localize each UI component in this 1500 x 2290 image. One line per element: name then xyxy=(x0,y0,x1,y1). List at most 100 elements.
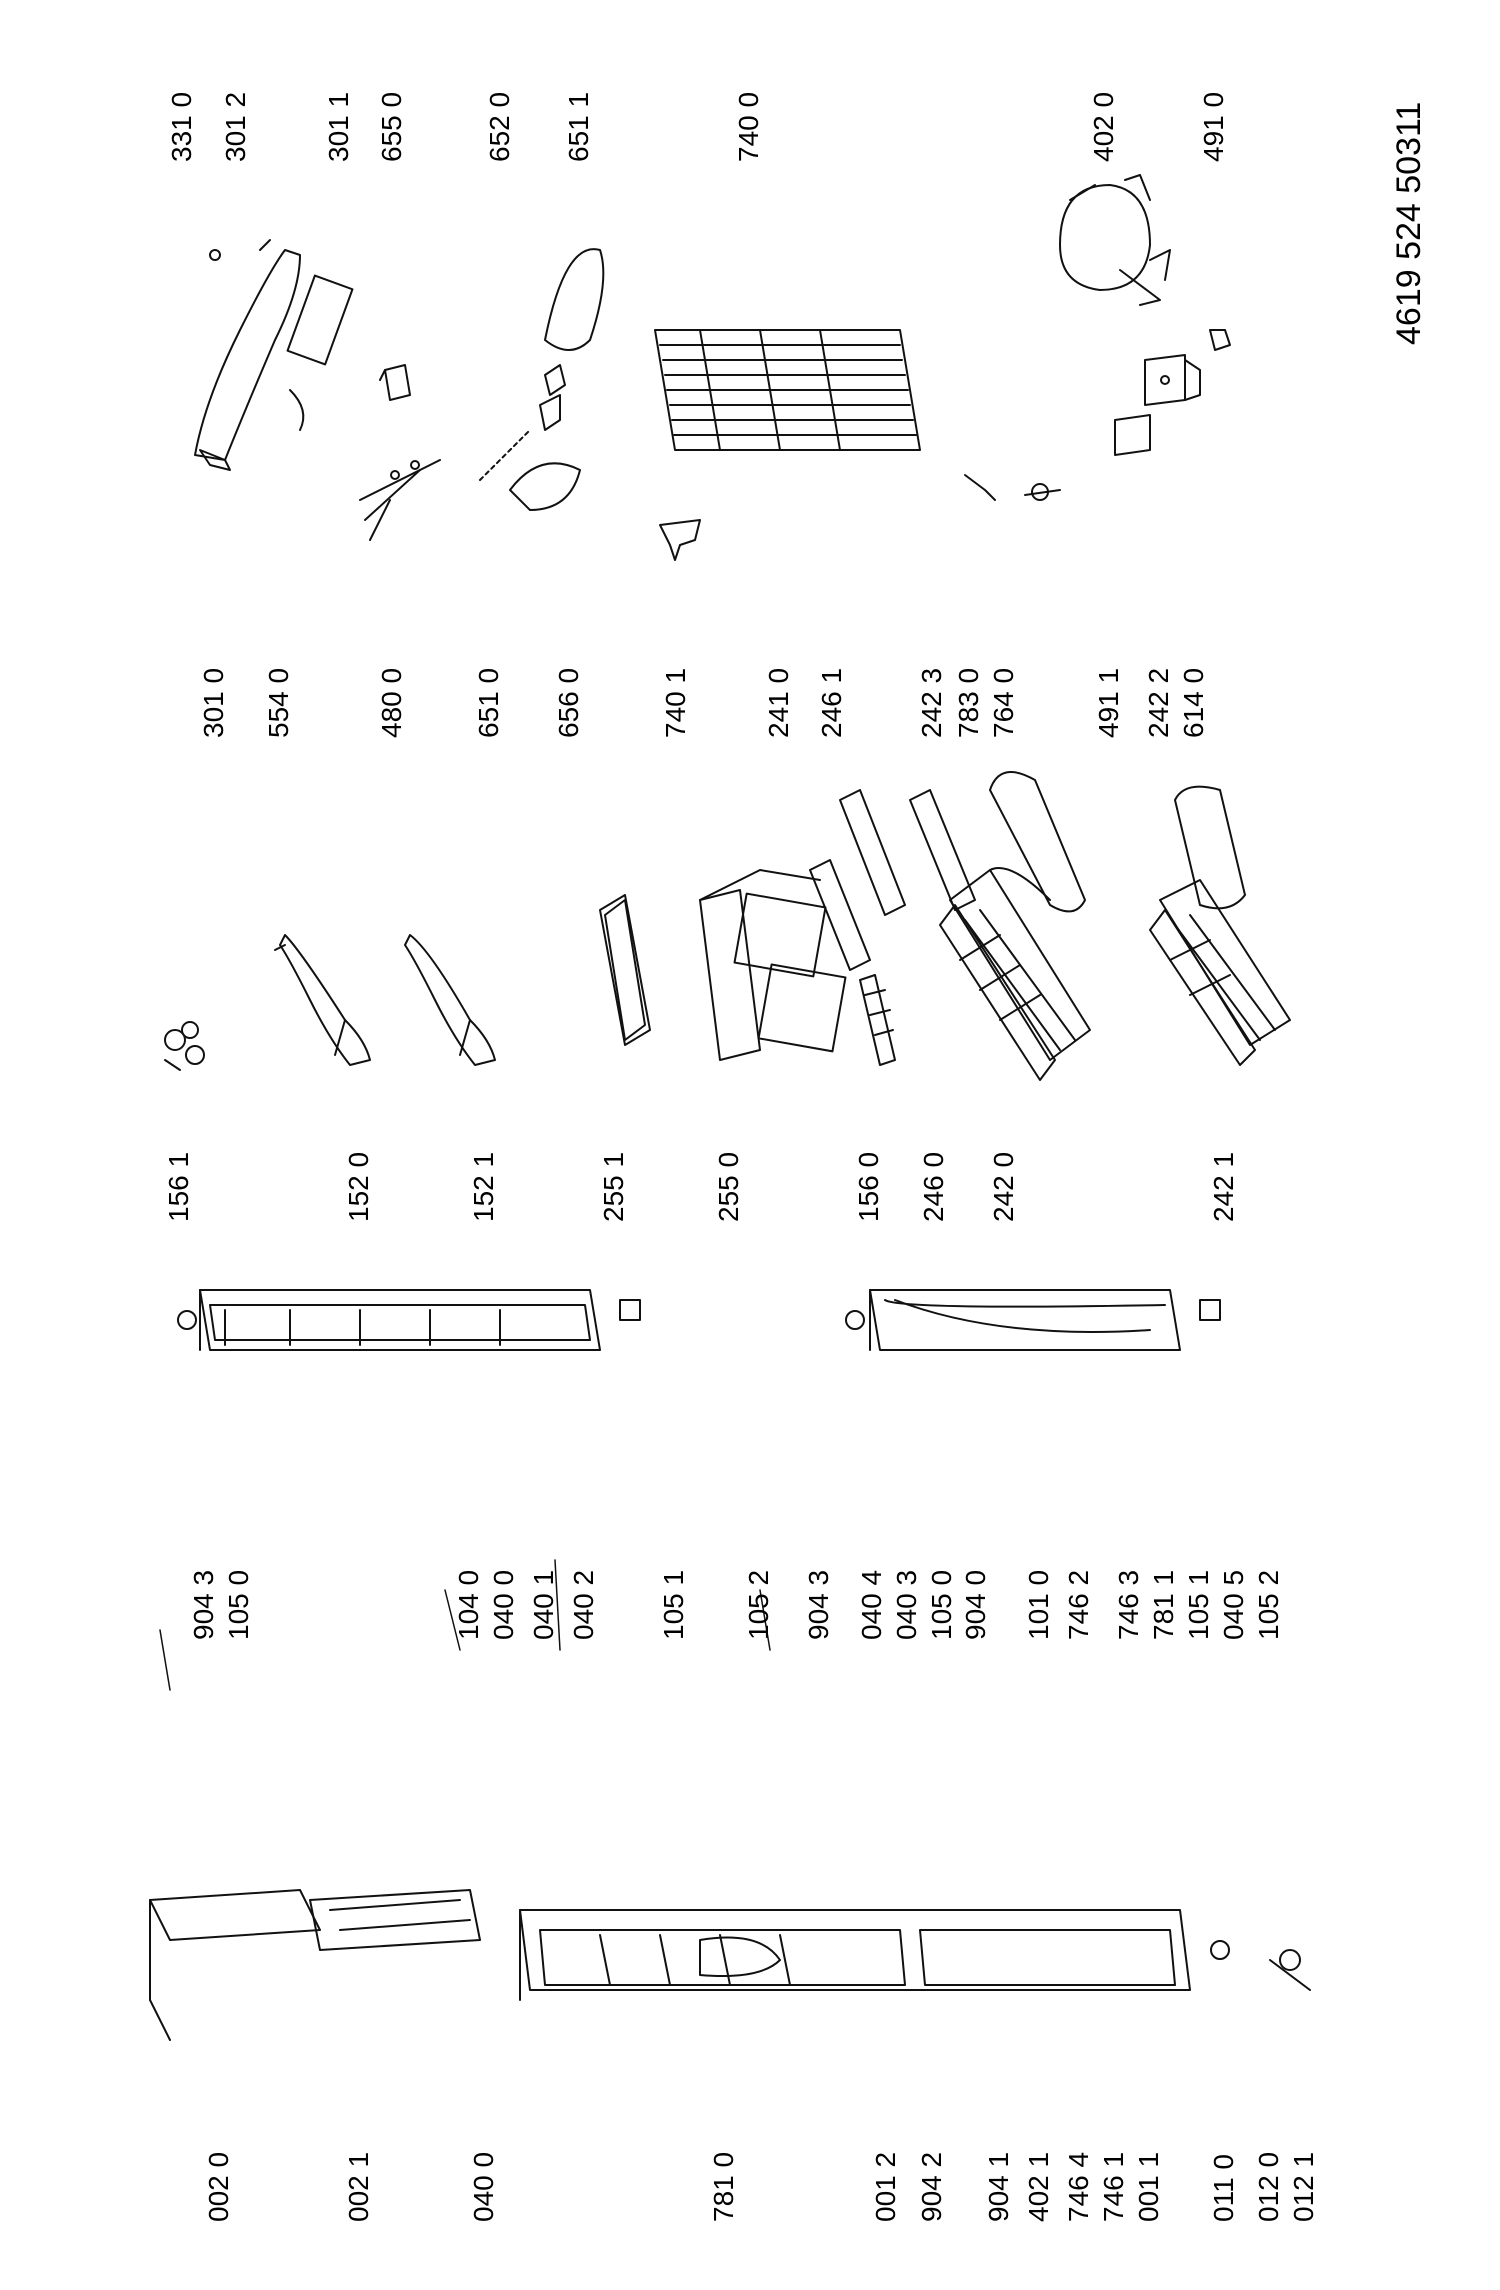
label-001-1: 001 1 xyxy=(1133,2151,1164,2222)
label-011-0: 011 0 xyxy=(1208,2154,1239,2222)
label-781-1: 781 1 xyxy=(1148,1569,1179,1640)
label-904-3-lower: 904 3 xyxy=(803,1569,834,1640)
label-746-4: 746 4 xyxy=(1063,2151,1094,2222)
label-040-5: 040 5 xyxy=(1218,1569,1249,1640)
condenser-clip-drawing xyxy=(659,519,701,561)
label-040-1: 040 1 xyxy=(528,1569,559,1640)
basket-242-1-drawing xyxy=(1149,879,1291,1066)
label-101-0: 101 0 xyxy=(1023,1569,1054,1640)
label-652-0: 652 0 xyxy=(484,91,515,162)
drawer-front-242-2-drawing xyxy=(1174,785,1246,910)
label-156-0: 156 0 xyxy=(853,1151,884,1222)
label-104-0: 104 0 xyxy=(453,1569,484,1640)
document-number: 4619 524 50311 xyxy=(1390,101,1428,345)
label-105-1-lower: 105 1 xyxy=(1183,1569,1214,1640)
label-781-0: 781 0 xyxy=(708,2151,739,2222)
label-746-3: 746 3 xyxy=(1113,1569,1144,1640)
label-480-0: 480 0 xyxy=(376,667,407,738)
relay-drawing xyxy=(1144,354,1201,406)
compressor-drawing xyxy=(1059,174,1171,306)
label-740-0: 740 0 xyxy=(733,91,764,162)
label-040-4: 040 4 xyxy=(856,1569,887,1640)
label-746-2: 746 2 xyxy=(1063,1569,1094,1640)
label-783-0: 783 0 xyxy=(953,667,984,738)
label-105-2-upper: 105 2 xyxy=(743,1569,774,1640)
label-002-1: 002 1 xyxy=(343,2151,374,2222)
overload-drawing xyxy=(1114,414,1151,456)
label-656-0: 656 0 xyxy=(553,667,584,738)
upper-hinge-drawing xyxy=(177,1299,641,1330)
grid-156-0-drawing xyxy=(859,974,896,1066)
clip-right-drawing xyxy=(1209,329,1231,351)
thermostat-housing-drawing xyxy=(194,239,354,471)
label-156-1: 156 1 xyxy=(163,1151,194,1222)
label-105-0-lower: 105 0 xyxy=(926,1569,957,1640)
cabinet-shelf-rails-drawing xyxy=(599,1934,791,1986)
label-012-1: 012 1 xyxy=(1288,2151,1319,2222)
thermostat-knob-drawing xyxy=(379,364,411,401)
label-152-0: 152 0 xyxy=(343,1151,374,1222)
cabinet-drawing xyxy=(519,1909,1191,2001)
label-904-3-upper: 904 3 xyxy=(188,1569,219,1640)
wiring-harness-drawing xyxy=(359,459,441,541)
drawer-front-242-3-drawing xyxy=(989,771,1086,913)
label-651-0: 651 0 xyxy=(473,667,504,738)
label-764-0: 764 0 xyxy=(988,667,1019,738)
label-242-3: 242 3 xyxy=(916,667,947,738)
label-554-0: 554 0 xyxy=(263,667,294,738)
label-301-0: 301 0 xyxy=(198,667,229,738)
shelf-246-0-drawing xyxy=(909,789,976,911)
lower-hinge-drawing xyxy=(845,1299,1221,1330)
feet-drawing xyxy=(1210,1940,1311,1991)
label-904-0: 904 0 xyxy=(960,1569,991,1640)
label-152-1: 152 1 xyxy=(468,1151,499,1222)
label-040-0: 040 0 xyxy=(488,1569,519,1640)
label-402-0: 402 0 xyxy=(1088,91,1119,162)
leader-lines xyxy=(159,1559,771,1691)
lower-door-drawing xyxy=(869,1289,1181,1351)
label-491-0: 491 0 xyxy=(1198,91,1229,162)
label-904-1: 904 1 xyxy=(983,2151,1014,2222)
label-241-0: 241 0 xyxy=(763,667,794,738)
label-655-0: 655 0 xyxy=(376,91,407,162)
shelf-246-1-drawing xyxy=(809,789,906,971)
label-255-0: 255 0 xyxy=(713,1151,744,1222)
ice-tray-255-0-drawing xyxy=(699,869,847,1061)
label-301-2: 301 2 xyxy=(220,91,251,162)
label-740-1: 740 1 xyxy=(660,667,691,738)
label-040-3: 040 3 xyxy=(891,1569,922,1640)
label-614-0: 614 0 xyxy=(1178,667,1209,738)
label-255-1: 255 1 xyxy=(598,1151,629,1222)
basket-242-0-drawing xyxy=(939,867,1091,1081)
label-242-1: 242 1 xyxy=(1208,1151,1239,1222)
label-746-1: 746 1 xyxy=(1098,2151,1129,2222)
label-040-2: 040 2 xyxy=(568,1569,599,1640)
label-242-2: 242 2 xyxy=(1143,667,1174,738)
label-491-1: 491 1 xyxy=(1093,667,1124,738)
door-bin-156-1-drawing xyxy=(164,1021,205,1071)
door-bin-152-0-drawing xyxy=(274,934,371,1066)
label-651-1: 651 1 xyxy=(563,91,594,162)
label-246-1: 246 1 xyxy=(816,667,847,738)
label-331-0: 331 0 xyxy=(166,91,197,162)
label-105-1-upper: 105 1 xyxy=(658,1569,689,1640)
label-904-2: 904 2 xyxy=(916,2151,947,2222)
label-012-0: 012 0 xyxy=(1253,2151,1284,2222)
top-frame-drawing xyxy=(309,1889,481,1951)
label-301-1: 301 1 xyxy=(323,91,354,162)
door-bin-152-1-drawing xyxy=(404,934,496,1066)
label-040-0-lower: 040 0 xyxy=(468,2151,499,2222)
drain-parts-drawing xyxy=(964,474,1061,501)
condenser-drawing xyxy=(654,329,921,451)
label-242-0: 242 0 xyxy=(988,1151,1019,1222)
lamp-assembly-drawing xyxy=(479,248,605,511)
label-105-0-upper: 105 0 xyxy=(223,1569,254,1640)
label-002-0: 002 0 xyxy=(203,2151,234,2222)
upper-door-drawing xyxy=(199,1289,601,1351)
label-105-2-lower: 105 2 xyxy=(1253,1569,1284,1640)
label-402-1: 402 1 xyxy=(1023,2151,1054,2222)
top-cover-drawing xyxy=(149,1889,321,2041)
label-246-0: 246 0 xyxy=(918,1151,949,1222)
